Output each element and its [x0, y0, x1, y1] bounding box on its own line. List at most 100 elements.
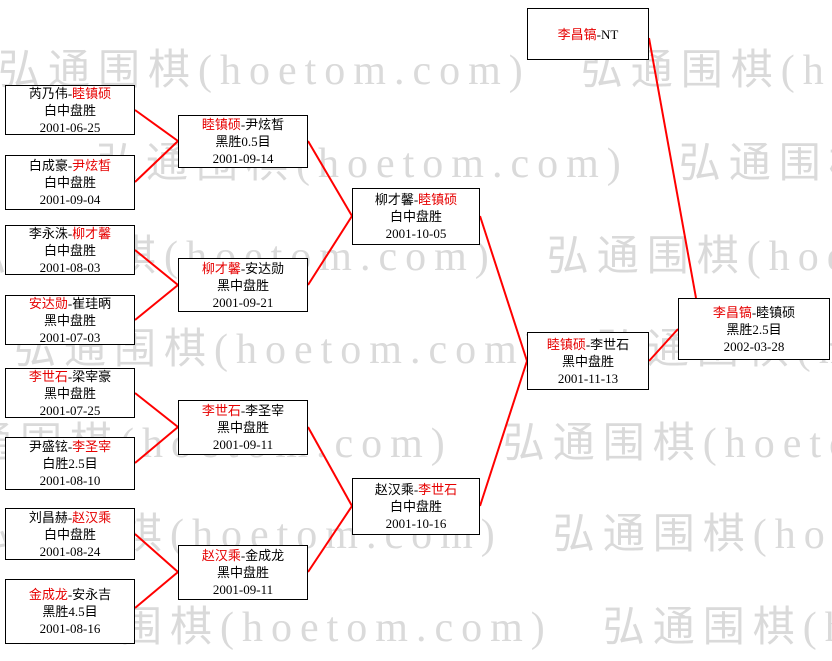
connector-line [134, 284, 179, 321]
match-players: 李世石-李圣宰 [202, 402, 284, 419]
player-name: 尹盛铉 [28, 439, 68, 454]
match-players: 李昌镐-NT [558, 26, 619, 43]
player-name: 李世石 [28, 368, 68, 384]
match-date: 2001-08-24 [39, 543, 101, 559]
player-name: 赵汉乘 [201, 548, 241, 563]
player-name: 芮乃伟 [28, 85, 68, 101]
name-separator: - [751, 304, 757, 320]
player-name: 李永洙 [28, 225, 68, 241]
player-name: 安达勋 [245, 260, 285, 276]
player-name: 睦镇硕 [72, 85, 112, 101]
connector-line [479, 360, 528, 507]
player-name: 赵汉乘 [72, 509, 112, 525]
match-result: 白中盘胜 [389, 209, 442, 224]
player-name: 金成龙 [28, 587, 68, 602]
connector-line [307, 505, 353, 573]
match-box: 李世石-李圣宰黑中盘胜 2001-09-11 [178, 400, 308, 455]
match-result: 黑胜0.5目 [215, 134, 271, 149]
player-name: 安永吉 [72, 587, 112, 602]
player-name: 李圣宰 [72, 439, 112, 454]
connector-line [134, 140, 179, 183]
name-separator: - [67, 509, 73, 525]
match-result: 黑中盘胜 [216, 565, 269, 580]
name-separator: - [413, 482, 419, 497]
match-date: 2001-09-04 [39, 192, 101, 207]
match-players: 李昌镐-睦镇硕 [713, 304, 795, 321]
connector-line [134, 109, 179, 142]
connector-line [479, 215, 528, 362]
match-players: 芮乃伟-睦镇硕 [29, 85, 111, 102]
match-date: 2001-08-03 [39, 259, 101, 275]
match-date: 2001-09-11 [212, 437, 274, 452]
player-name: 刘昌赫 [28, 509, 68, 525]
match-players: 李世石-梁宰豪 [29, 368, 111, 385]
player-name: 尹炫皙 [245, 117, 285, 132]
player-name: 柳才馨 [201, 260, 241, 276]
match-result: 黑中盘胜 [216, 420, 269, 435]
connector-line [134, 426, 179, 464]
player-name: 柳才馨 [374, 192, 414, 207]
player-name: 尹炫皙 [72, 158, 112, 173]
player-name: 白成豪 [28, 158, 68, 173]
name-separator: - [67, 295, 73, 311]
match-result: 白胜2.5目 [42, 456, 98, 471]
match-date: 2001-06-25 [39, 119, 101, 135]
player-name: 崔珪昞 [72, 295, 112, 311]
name-separator: - [67, 368, 73, 384]
player-name: 李昌镐 [557, 26, 597, 42]
match-players: 赵汉乘-李世石 [375, 481, 457, 498]
match-date: 2001-07-03 [39, 329, 101, 345]
match-date: 2002-03-28 [723, 338, 785, 354]
match-date: 2001-09-14 [212, 151, 274, 166]
match-date: 2001-07-25 [39, 402, 101, 418]
name-separator: - [585, 336, 591, 352]
connector-line [307, 215, 353, 286]
player-name: 金成龙 [245, 548, 285, 563]
player-name: 睦镇硕 [756, 304, 796, 320]
match-players: 白成豪-尹炫皙 [29, 157, 111, 174]
match-date: 2001-09-11 [212, 582, 274, 597]
player-name: 安达勋 [28, 295, 68, 311]
name-separator: - [67, 225, 73, 241]
match-players: 睦镇硕-尹炫皙 [202, 116, 284, 133]
match-players: 柳才馨-睦镇硕 [375, 191, 457, 208]
match-result: 黑中盘胜 [43, 385, 96, 401]
connector-line [134, 392, 179, 428]
connector-line [134, 533, 179, 573]
connector-line [307, 140, 353, 217]
player-name: 睦镇硕 [418, 192, 458, 207]
player-name: 李世石 [418, 482, 458, 497]
name-separator: - [67, 85, 73, 101]
player-name: 睦镇硕 [546, 336, 586, 352]
name-separator: - [413, 192, 419, 207]
match-date: 2001-09-21 [212, 294, 274, 310]
match-players: 睦镇硕-李世石 [547, 336, 629, 353]
player-name: NT [601, 26, 619, 42]
match-result: 黑胜4.5目 [42, 604, 98, 619]
name-separator: - [596, 26, 601, 42]
player-name: 梁宰豪 [72, 368, 112, 384]
name-separator: - [240, 117, 246, 132]
match-date: 2001-11-13 [557, 370, 619, 386]
match-result: 黑中盘胜 [561, 353, 614, 369]
match-players: 李永洙-柳才馨 [29, 225, 111, 242]
match-players: 尹盛铉-李圣宰 [29, 438, 111, 455]
match-result: 白中盘胜 [43, 242, 96, 258]
match-result: 黑中盘胜 [43, 312, 96, 328]
match-date: 2001-10-16 [385, 516, 447, 531]
match-result: 黑中盘胜 [216, 277, 269, 293]
